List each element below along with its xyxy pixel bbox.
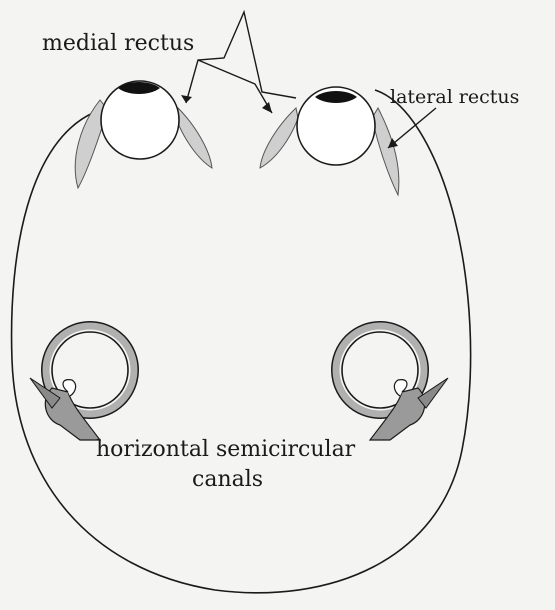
lateral-rectus-leader [388, 108, 436, 148]
lateral-rectus-label: lateral rectus [390, 86, 519, 108]
right-medial-rectus-muscle [260, 108, 298, 168]
left-semicircular-canal [30, 322, 138, 440]
canals-label-line1: horizontal semicircular [96, 437, 356, 462]
medial-rectus-label: medial rectus [42, 31, 194, 56]
right-eye [297, 87, 375, 165]
medial-rectus-leader [186, 12, 296, 103]
right-lateral-rectus-muscle [372, 108, 399, 195]
left-eye [101, 81, 179, 159]
left-medial-rectus-muscle [176, 108, 212, 168]
canals-label-line2: canals [192, 467, 263, 492]
right-semicircular-canal [332, 322, 448, 440]
medial-rectus-arrow-left [181, 95, 192, 103]
